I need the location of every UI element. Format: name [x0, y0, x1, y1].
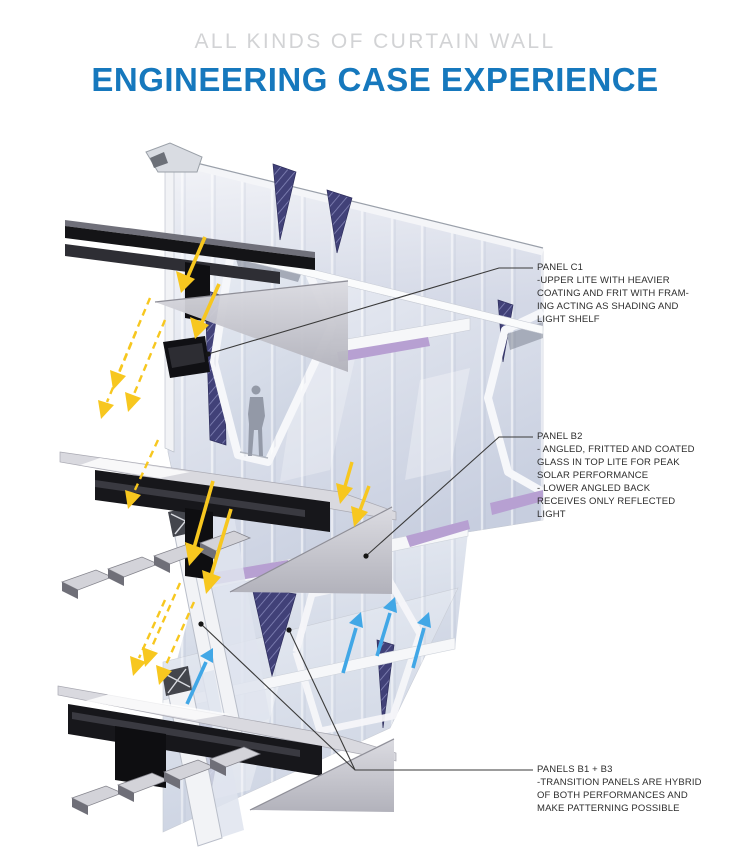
annotation-line: -UPPER LITE WITH HEAVIER: [537, 275, 670, 286]
callout-dot: [205, 351, 211, 357]
reflected-sun-arrows: [98, 297, 196, 685]
reflected-sun-arrow-icon: [98, 331, 138, 419]
annotation-label: PANELS B1 + B3: [537, 764, 613, 775]
person-silhouette: [248, 385, 265, 456]
callout-dot: [198, 621, 204, 627]
floor-slab-structure: [57, 685, 397, 815]
sun-arrow-icon: [202, 508, 233, 594]
corrugated-deck: [60, 530, 252, 599]
annotation-line: LIGHT: [537, 509, 566, 520]
floor-slab-structure: [65, 220, 349, 372]
sun-arrow-icon: [336, 461, 354, 504]
daylight-arrow-icon: [375, 597, 397, 657]
corner-bracket: [145, 142, 203, 173]
hexagon-window-mid: [292, 574, 424, 735]
daylight-arrows: [185, 597, 431, 705]
leader-line-b2: [365, 436, 533, 557]
annotation-line: LIGHT SHELF: [537, 314, 600, 325]
sun-arrow-icon: [185, 480, 215, 566]
callout-dots: [198, 351, 369, 633]
page-title: ALL KINDS OF CURTAIN WALL ENGINEERING CA…: [0, 30, 750, 99]
page-title-primary: ENGINEERING CASE EXPERIENCE: [91, 61, 659, 98]
daylight-arrow-icon: [411, 612, 431, 669]
annotation-panel-c1: PANEL C1 -UPPER LITE WITH HEAVIER COATIN…: [537, 261, 707, 326]
annotation-line: MAKE PATTERNING POSSIBLE: [537, 803, 680, 814]
daylight-arrow-icon: [185, 648, 213, 705]
annotation-line: OF BOTH PERFORMANCES AND: [537, 790, 688, 801]
annotation-line: SOLAR PERFORMANCE: [537, 470, 649, 481]
annotation-label: PANEL C1: [537, 262, 584, 273]
reflected-sun-arrow-icon: [125, 319, 167, 412]
callout-dot: [363, 553, 369, 559]
page-title-secondary: ALL KINDS OF CURTAIN WALL: [194, 30, 556, 53]
annotation-panels-b1-b3: PANELS B1 + B3 -TRANSITION PANELS ARE HY…: [537, 763, 707, 815]
reflected-sun-arrow-icon: [125, 439, 160, 509]
daylight-arrow-icon: [341, 612, 363, 674]
annotation-line: COATING AND FRIT WITH FRAM-: [537, 288, 689, 299]
sun-arrow-icon: [176, 236, 207, 293]
annotation-line: GLASS IN TOP LITE FOR PEAK: [537, 457, 680, 468]
shelf-bracket: [163, 336, 210, 378]
leader-line-b1b3: [288, 629, 356, 771]
annotation-line: -TRANSITION PANELS ARE HYBRID: [537, 777, 702, 788]
callout-leaders: [200, 267, 533, 771]
floor-slab-structure: [59, 451, 397, 599]
corrugated-deck: [70, 746, 262, 815]
leader-line-c1: [207, 267, 533, 355]
reflected-sun-arrow-icon: [156, 601, 196, 685]
callout-dot: [286, 627, 292, 633]
sun-arrows: [176, 236, 371, 594]
sun-arrow-icon: [351, 485, 371, 527]
annotation-line: - ANGLED, FRITTED AND COATED: [537, 444, 695, 455]
annotation-line: RECEIVES ONLY REFLECTED: [537, 496, 676, 507]
light-shelf-purple: [337, 337, 430, 362]
annotation-label: PANEL B2: [537, 431, 583, 442]
light-shelf-purple: [406, 520, 470, 547]
annotation-line: - LOWER ANGLED BACK: [537, 483, 651, 494]
annotation-line: ING ACTING AS SHADING AND: [537, 301, 679, 312]
light-shelf-purple: [490, 490, 543, 515]
sun-arrow-icon: [190, 283, 221, 339]
reflected-sun-arrow-icon: [142, 582, 182, 667]
reflected-sun-arrow-icon: [130, 599, 167, 676]
annotation-panel-b2: PANEL B2 - ANGLED, FRITTED AND COATED GL…: [537, 430, 707, 521]
